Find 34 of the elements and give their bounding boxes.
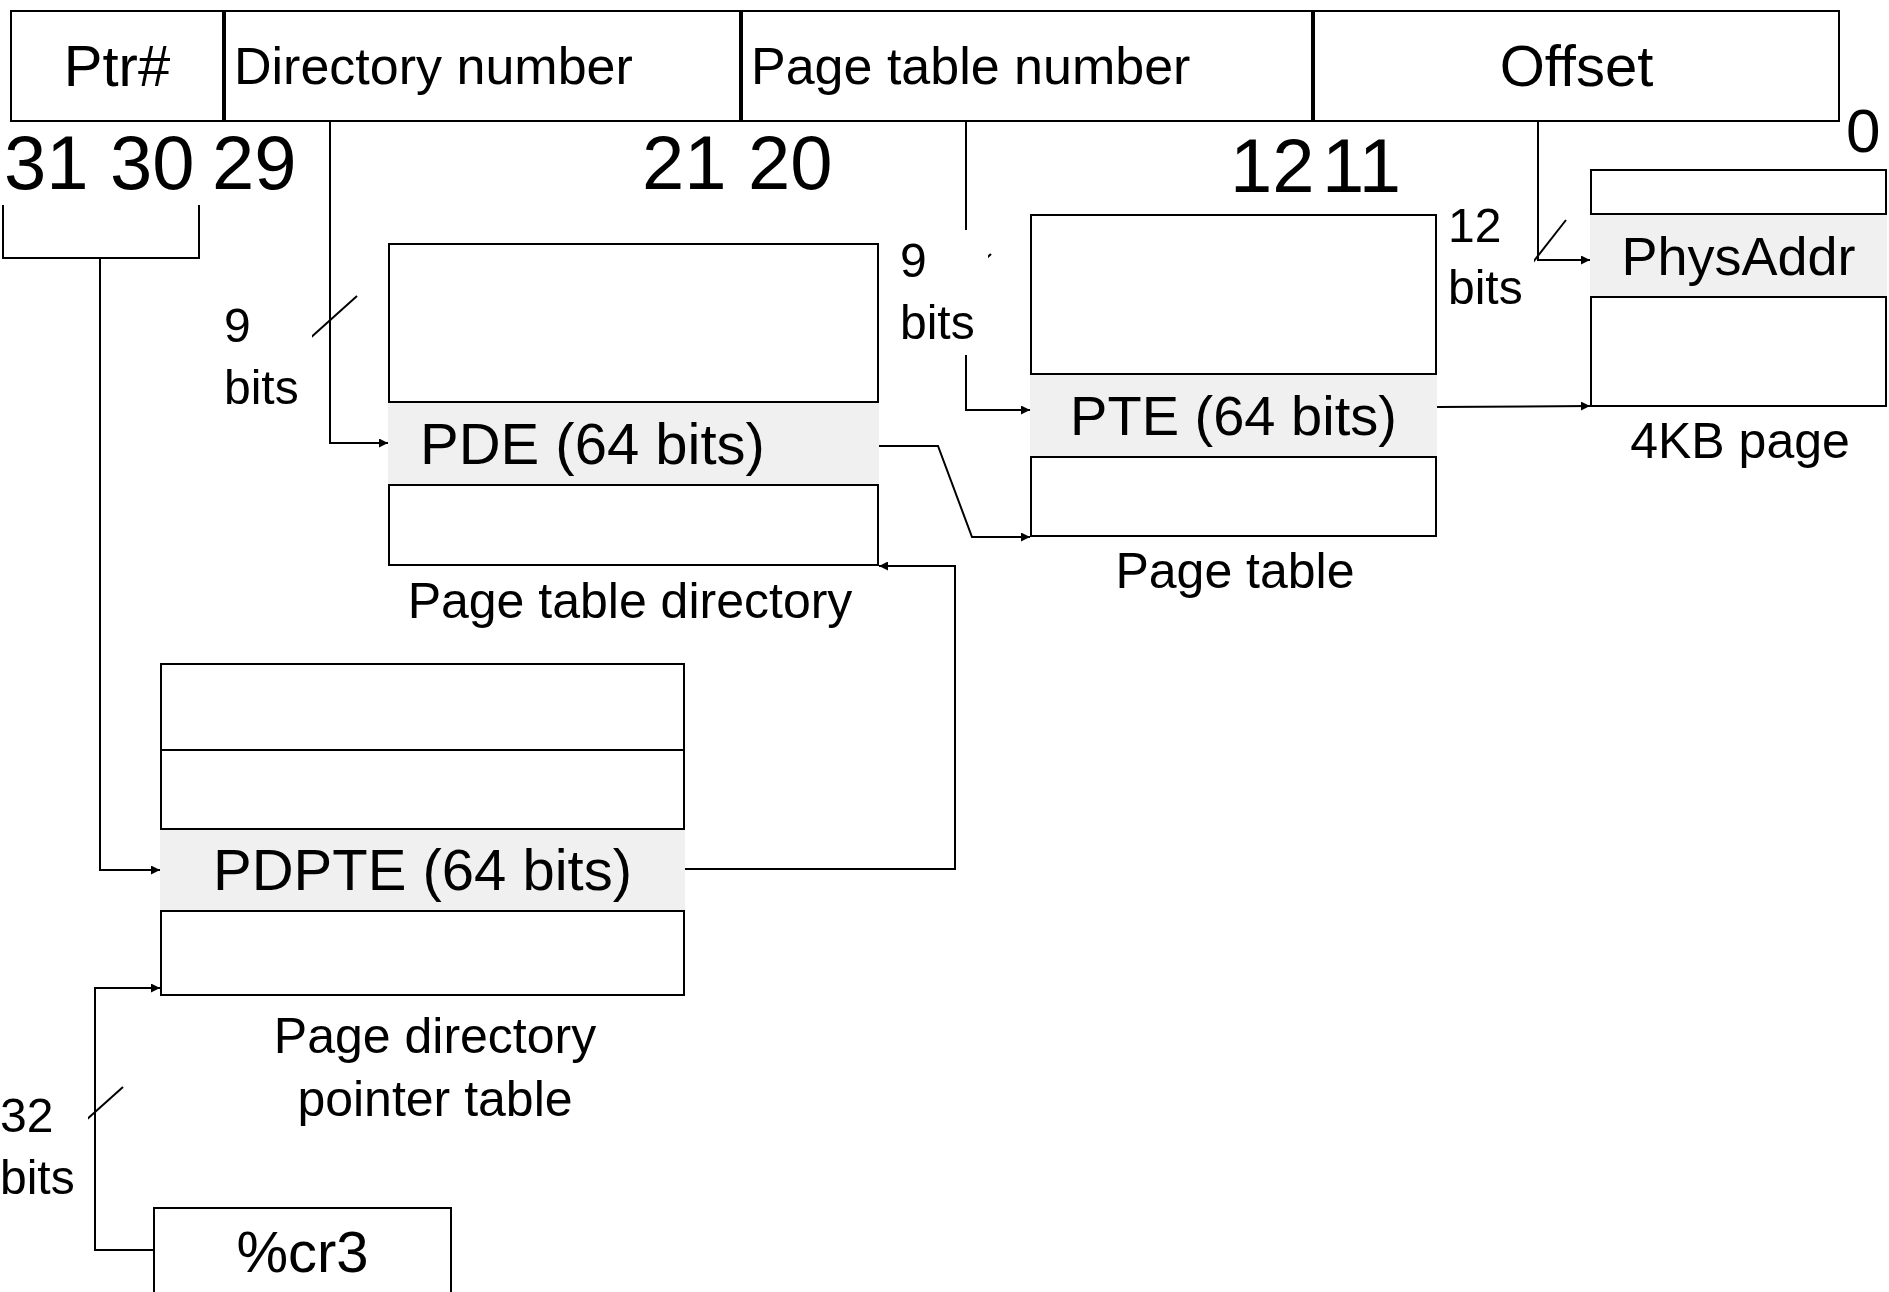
table-box [1590,169,1887,407]
table-box [160,663,685,996]
arrow [99,258,161,875]
address-field-box: Offset [1313,10,1840,122]
bit-number: 12 [1230,128,1315,204]
arrow [1436,401,1591,411]
bit-number: 29 [212,125,297,201]
bit-number: 20 [748,125,833,201]
edge-label: 9 bits [900,230,988,355]
address-field-box: Ptr# [10,10,224,122]
node-caption: Page table directory [406,572,854,631]
register-box: %cr3 [153,1207,452,1292]
bit-number: 31 [4,125,89,201]
node-caption: Page directory pointer table [272,1007,598,1129]
table-entry-row: PDPTE (64 bits) [160,828,685,912]
table-entry-row: PDE (64 bits) [388,401,879,486]
bit-number: 21 [642,125,727,201]
table-entry-row: PTE (64 bits) [1030,373,1437,458]
table-box [1030,214,1437,537]
arrow [94,983,161,1251]
bit-number: 0 [1846,100,1881,162]
address-field-box: Page table number [741,10,1313,122]
node-caption: Page table [1114,542,1356,601]
arrow [878,445,1031,542]
address-field-box: Directory number [224,10,741,122]
table-box [388,243,879,566]
bit-range-bracket [2,205,200,259]
bit-number: 30 [110,125,195,201]
bit-number: 11 [1322,128,1401,204]
arrow [1537,121,1591,265]
arrow [684,561,956,870]
table-entry-row: PhysAddr [1590,213,1887,298]
node-caption: 4KB page [1629,412,1851,471]
arrow [329,121,389,448]
